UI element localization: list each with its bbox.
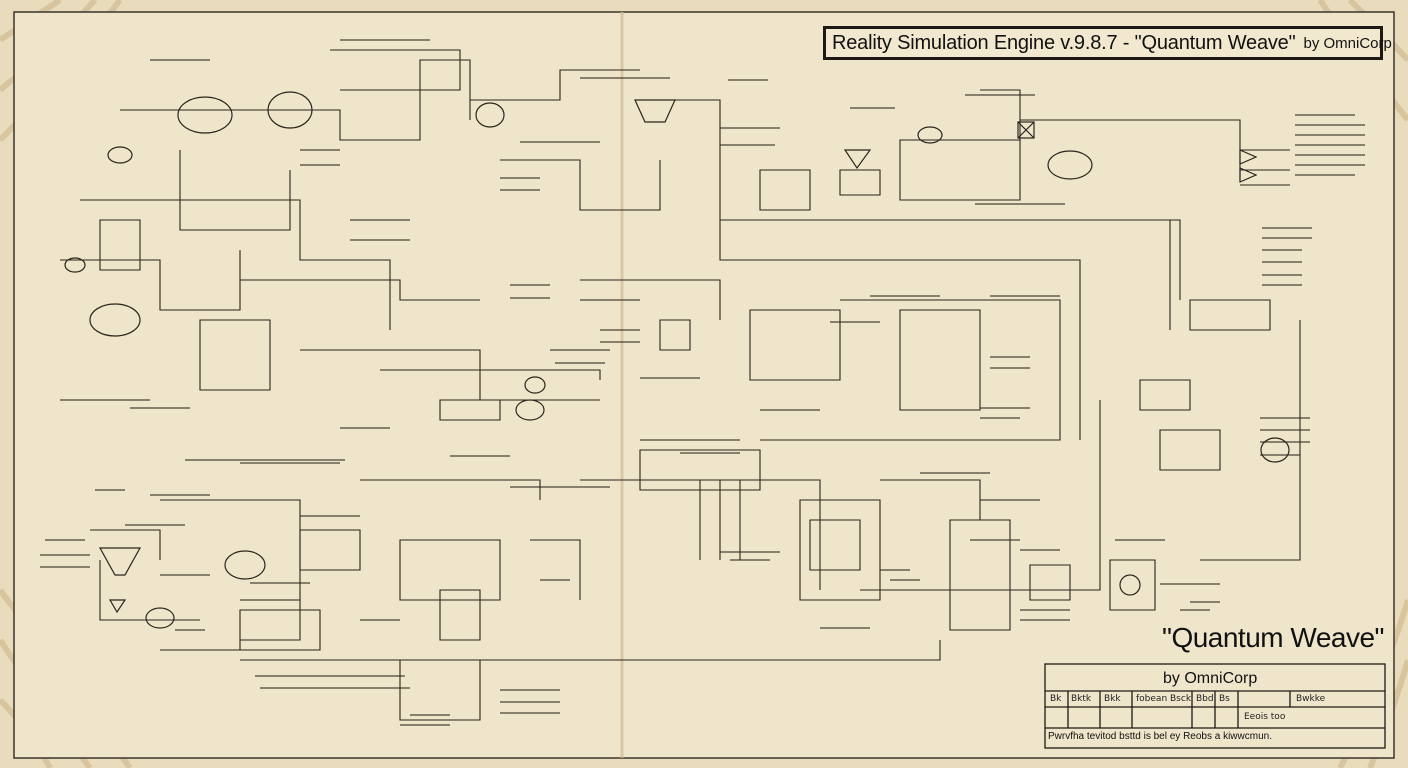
title-by-line: by OmniCorp (1303, 34, 1392, 52)
engine-title: Reality Simulation Engine v.9.8.7 - "Qua… (832, 31, 1296, 54)
big-title: "Quantum Weave" (1162, 622, 1384, 653)
title-block-frame (1044, 663, 1386, 749)
title-block-label: Bs (1219, 694, 1230, 704)
title-block-label: Bk (1050, 694, 1062, 704)
schematic-wires (60, 49, 1301, 721)
title-banner: Reality Simulation Engine v.9.8.7 - "Qua… (823, 26, 1392, 60)
annotation-scribbles (40, 39, 1365, 726)
title-block-label: Bkk (1104, 694, 1121, 704)
title-block-cell: Eeois too (1244, 712, 1286, 722)
title-block-label: fobean Bsck (1136, 694, 1192, 704)
title-block-label: Bktk (1071, 694, 1092, 704)
title-block-note: Pwrvfha tevitod bsttd is bel ey Reobs a … (1048, 731, 1272, 742)
title-block-label: Bbd (1196, 694, 1214, 704)
title-block-by: by OmniCorp (1163, 670, 1258, 687)
title-block-label: Bwkke (1296, 694, 1326, 704)
component-symbols (64, 91, 1290, 629)
